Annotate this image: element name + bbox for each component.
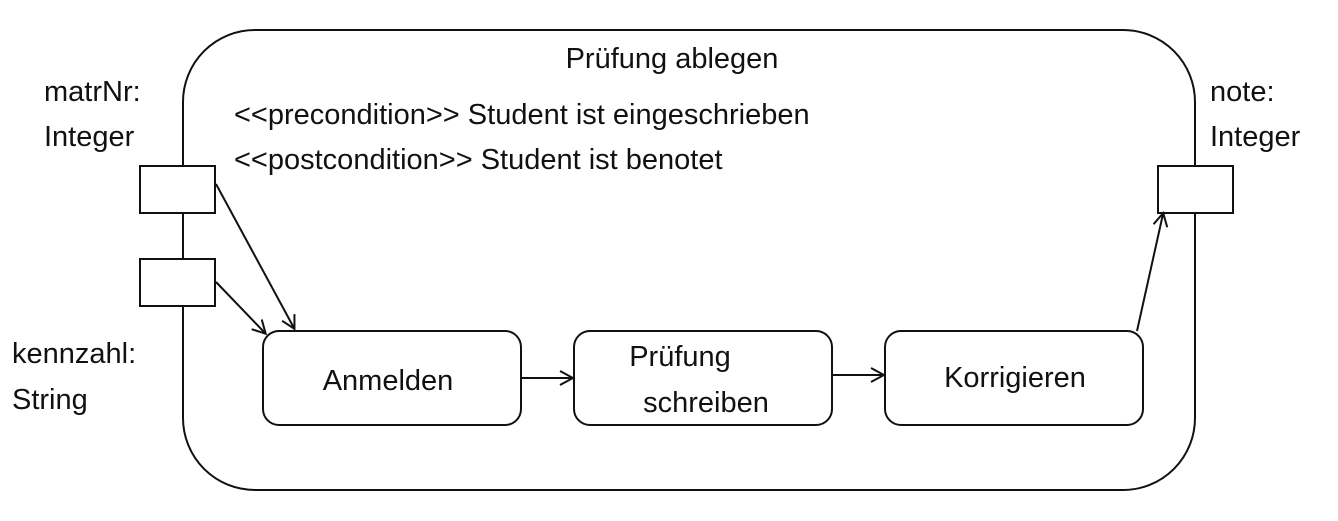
param-matrnr-name: matrNr: — [44, 76, 141, 108]
precondition-text: <<precondition>> Student ist eingeschrie… — [234, 99, 810, 131]
param-note-name: note: — [1210, 76, 1275, 108]
pin-matrnr — [139, 165, 216, 214]
action-korrigieren-label: Korrigieren — [944, 362, 1086, 394]
flow-kennzahl-to-anmelden — [215, 281, 265, 333]
param-kennzahl-type: String — [12, 384, 88, 416]
param-note-type: Integer — [1210, 121, 1301, 153]
action-anmelden-label: Anmelden — [323, 365, 454, 397]
postcondition-text: <<postcondition>> Student ist benotet — [234, 144, 723, 176]
action-pruefung-schreiben-label-line2: schreiben — [643, 387, 769, 419]
param-kennzahl-name: kennzahl: — [12, 338, 136, 370]
flow-matrnr-to-anmelden — [215, 183, 294, 328]
pin-note — [1157, 165, 1234, 214]
action-pruefung-schreiben-label-line1: Prüfung — [629, 341, 731, 373]
flow-korrigieren-to-note — [1136, 214, 1163, 332]
activity-title: Prüfung ablegen — [566, 43, 779, 75]
pin-kennzahl — [139, 258, 216, 307]
param-matrnr-type: Integer — [44, 121, 135, 153]
